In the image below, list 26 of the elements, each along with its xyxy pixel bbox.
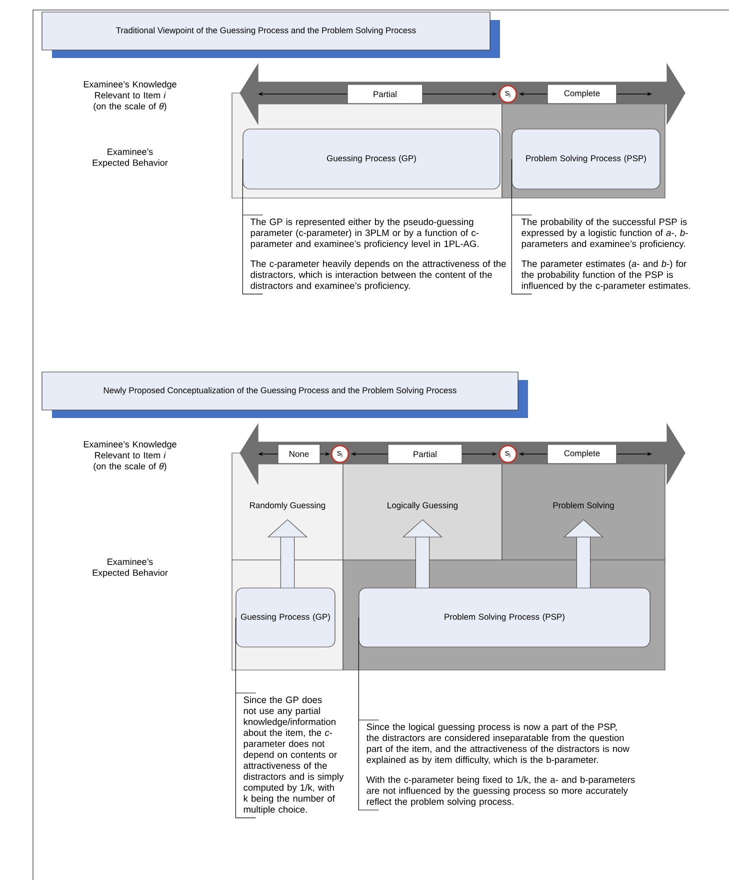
- axis-label: Examinee’s Knowledge Relevant to Item i (on the scale of θ): [84, 80, 176, 112]
- note-text: The GP is represented either by the pseudo-guessing parameter (c-parameter) in 3PLM or by a function of c- parameter and examinee’s proficiency level in 1PL-AG. The c-parameter heavily depends on the attractiveness of the distractors, which is interaction between the content of the distractors and examinee’s proficiency.: [250, 218, 506, 291]
- note-text: Since the GP does not use any partial knowledge/information about the item, the c-parameter does not depend on contents or attractiveness of the distractors and is simply computed by 1/k, with k being the number of multiple choice.: [244, 696, 344, 815]
- axis-label: Examinee’s Expected Behavior: [92, 558, 168, 578]
- process-box: Problem Solving Process (PSP): [512, 128, 660, 190]
- process-box: Guessing Process (GP): [242, 128, 500, 190]
- title-box: Newly Proposed Conceptualization of the Guessing Process and the Problem Solving Process: [42, 372, 528, 418]
- bracket-line: [511, 158, 532, 294]
- axis-label: Examinee’s Expected Behavior: [92, 148, 168, 168]
- process-box: Problem Solving Process (PSP): [358, 588, 650, 648]
- bracket-line: [242, 158, 263, 294]
- behavior-label: Randomly Guessing: [250, 502, 326, 510]
- note-text: Since the logical guessing process is now a part of the PSP, the distractors are considered inseparatable from the question part of the item, and the attractiveness of the distractors is now explained as by item difficulty, which is the b-parameter. With the c-parameter being fixed to 1/k, the a- and b-parameters are not influenced by the guessing process so more accurately reflect the problem solving process.: [366, 723, 635, 807]
- axis-label: Examinee’s Knowledge Relevant to Item i (on the scale of θ): [84, 440, 176, 472]
- behavior-label: Logically Guessing: [388, 502, 458, 510]
- range-label: Complete: [547, 84, 617, 104]
- range-label: Partial: [388, 444, 462, 464]
- title-box: Traditional Viewpoint of the Guessing Process and the Problem Solving Process: [42, 12, 500, 58]
- bracket-line: [358, 617, 379, 810]
- range-label: Complete: [547, 444, 617, 464]
- bracket-line: [235, 617, 256, 818]
- range-label: None: [278, 444, 320, 464]
- behavior-label: Problem Solving: [553, 502, 614, 510]
- process-box: Guessing Process (GP): [236, 588, 336, 648]
- note-text: The probability of the successful PSP is expressed by a logistic function of a-, b- parameters and examinee’s proficiency. The parameter estimates (a- and b-) for the probability function of the PSP is influenced by the c-parameter estimates.: [521, 218, 690, 291]
- range-label: Partial: [347, 84, 423, 104]
